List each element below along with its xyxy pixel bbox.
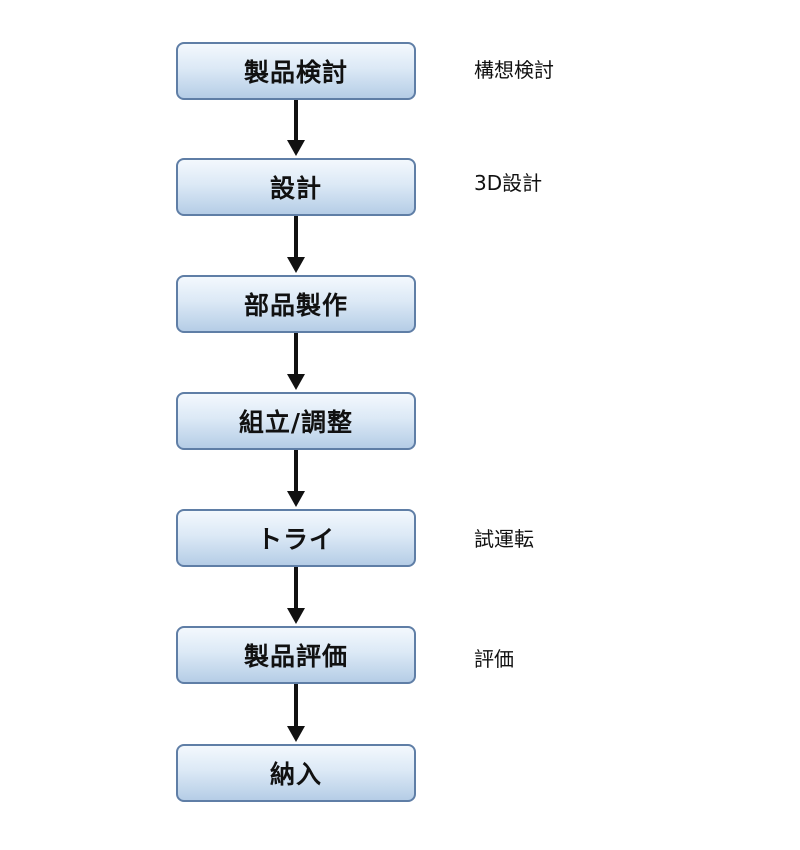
arrow-down-icon	[287, 450, 305, 509]
step-box-delivery: 納入	[176, 744, 416, 802]
step-box-product-review: 製品検討	[176, 42, 416, 100]
arrow-head	[287, 726, 305, 742]
arrow-down-icon	[287, 684, 305, 744]
arrow-shaft	[294, 567, 298, 610]
step-note-3d-design: 3D設計	[474, 171, 543, 195]
step-note-test-run: 試運転	[474, 527, 534, 551]
step-box-assembly-adjustment: 組立/調整	[176, 392, 416, 450]
arrow-down-icon	[287, 100, 305, 158]
step-box-design: 設計	[176, 158, 416, 216]
step-note-concept-review: 構想検討	[474, 58, 554, 82]
step-box-trial: トライ	[176, 509, 416, 567]
step-box-product-evaluation: 製品評価	[176, 626, 416, 684]
arrow-down-icon	[287, 333, 305, 392]
arrow-head	[287, 140, 305, 156]
step-note-evaluation: 評価	[474, 647, 514, 671]
arrow-shaft	[294, 216, 298, 259]
arrow-shaft	[294, 450, 298, 493]
arrow-shaft	[294, 100, 298, 142]
arrow-down-icon	[287, 567, 305, 626]
arrow-head	[287, 257, 305, 273]
arrow-down-icon	[287, 216, 305, 275]
arrow-head	[287, 491, 305, 507]
arrow-head	[287, 608, 305, 624]
arrow-shaft	[294, 333, 298, 376]
step-box-parts-fabrication: 部品製作	[176, 275, 416, 333]
arrow-shaft	[294, 684, 298, 728]
arrow-head	[287, 374, 305, 390]
